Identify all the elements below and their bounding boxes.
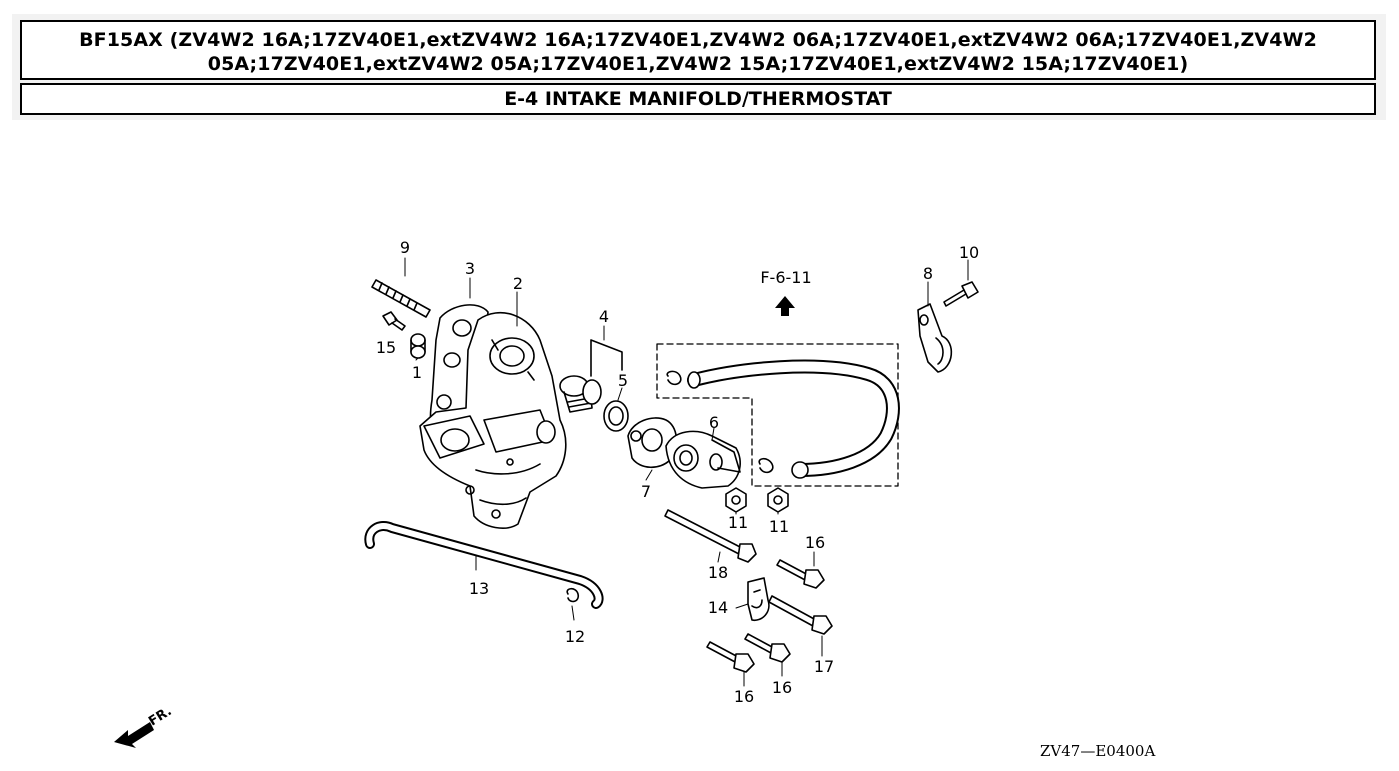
hose-group-outline xyxy=(656,343,899,487)
section-title: E-4 INTAKE MANIFOLD/THERMOSTAT xyxy=(20,83,1376,115)
callout-5: 5 xyxy=(618,371,628,390)
callout-11b: 11 xyxy=(769,517,789,536)
header-panel: BF15AX (ZV4W2 16A;17ZV40E1,extZV4W2 16A;… xyxy=(12,14,1386,120)
callout-7: 7 xyxy=(641,482,651,501)
part-water-hose xyxy=(687,359,900,479)
part-thermostat-cover-6 xyxy=(665,430,741,489)
callout-16a: 16 xyxy=(805,533,825,552)
callout-labels: 9 3 2 4 15 1 5 6 7 10 8 11 11 16 18 13 1… xyxy=(376,238,979,706)
callout-3: 3 xyxy=(465,259,475,278)
reference-arrow-icon xyxy=(775,296,795,316)
part-nut-11a xyxy=(725,487,747,513)
callout-6: 6 xyxy=(709,413,719,432)
callout-1: 1 xyxy=(412,363,422,382)
front-arrow-icon xyxy=(114,722,154,748)
callout-14: 14 xyxy=(708,598,728,617)
part-bolt-16b xyxy=(706,641,755,673)
callout-11a: 11 xyxy=(728,513,748,532)
callout-13: 13 xyxy=(469,579,489,598)
part-thermostat-4 xyxy=(559,339,623,413)
part-stud-9 xyxy=(371,279,431,318)
part-bolt-17 xyxy=(768,595,833,635)
part-bracket-8 xyxy=(917,303,953,373)
part-nut-11b xyxy=(767,487,789,513)
part-bolt-16a xyxy=(776,559,825,589)
part-gasket-7 xyxy=(627,417,678,469)
model-title: BF15AX (ZV4W2 16A;17ZV40E1,extZV4W2 16A;… xyxy=(20,20,1376,80)
part-intake-manifold-2 xyxy=(419,311,567,529)
callout-2: 2 xyxy=(513,274,523,293)
part-hose-13 xyxy=(364,521,604,609)
callout-8: 8 xyxy=(923,264,933,283)
part-bolt-16c xyxy=(744,633,791,663)
part-bolt-15 xyxy=(382,311,406,331)
callout-17: 17 xyxy=(814,657,834,676)
part-bolt-18 xyxy=(664,509,757,563)
callout-16b: 16 xyxy=(734,687,754,706)
part-hose-clips xyxy=(666,370,774,474)
callout-16c: 16 xyxy=(772,678,792,697)
callout-12: 12 xyxy=(565,627,585,646)
callout-15: 15 xyxy=(376,338,396,357)
callout-18: 18 xyxy=(708,563,728,582)
callout-4: 4 xyxy=(599,307,609,326)
leader-lines xyxy=(404,257,969,687)
drawing-code: ZV47—E0400A xyxy=(1040,742,1155,760)
part-clip-12 xyxy=(566,587,580,603)
reference-label: F-6-11 xyxy=(760,268,811,287)
part-seal-5 xyxy=(603,400,629,432)
part-dowel-1 xyxy=(410,333,426,359)
part-clamp-14 xyxy=(747,577,770,622)
callout-10: 10 xyxy=(959,243,979,262)
part-bolt-10 xyxy=(943,281,979,307)
callout-9: 9 xyxy=(400,238,410,257)
